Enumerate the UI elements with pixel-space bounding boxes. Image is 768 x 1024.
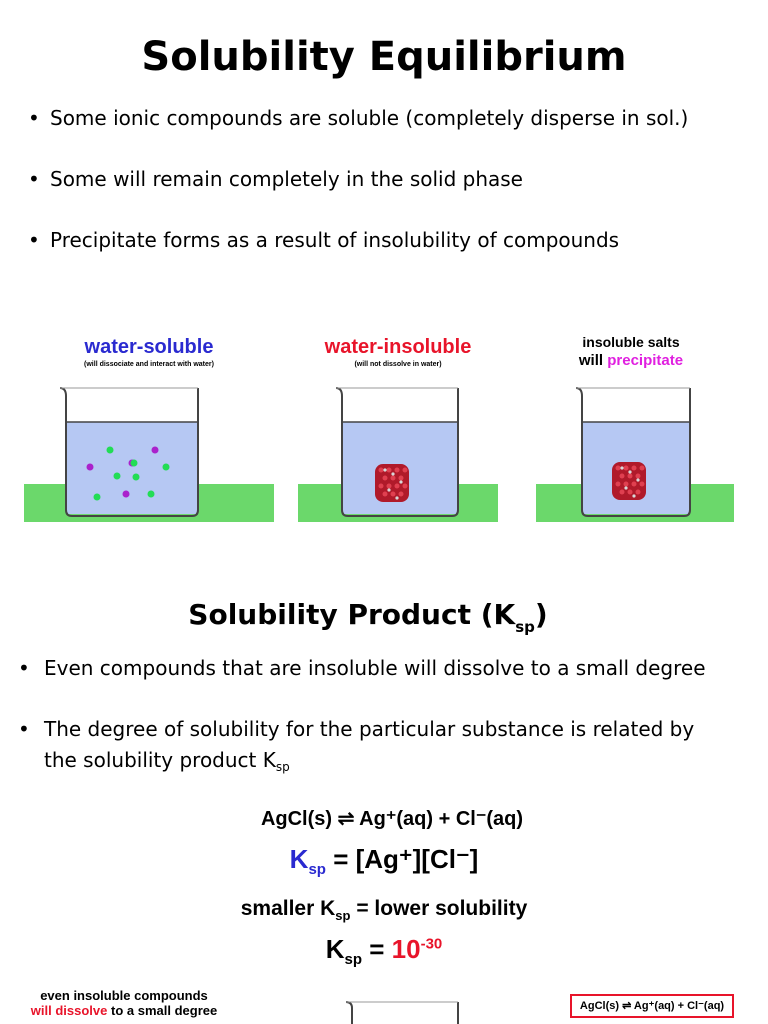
figure-label: water-soluble — [84, 336, 214, 358]
bullet-text: The degree of solubility for the particu… — [44, 717, 695, 741]
figure-water-soluble: water-soluble (will dissociate and inter… — [24, 330, 274, 525]
figure-label-line1: insoluble salts — [582, 334, 680, 350]
beaker-insoluble-illustration — [298, 387, 498, 522]
bullet-text: Even compounds that are insoluble will d… — [44, 656, 706, 680]
figure-caption: (will dissociate and interact with water… — [84, 361, 214, 368]
bullet-dot: • — [28, 228, 40, 252]
label-will: will — [578, 352, 604, 369]
ksp-equals: = — [369, 934, 385, 964]
equation-ksp-expression: Ksp = [Ag⁺][Cl⁻] — [0, 844, 768, 878]
bottom-reaction-box: AgCl(s) ⇌ Ag⁺(aq) + Cl⁻(aq) — [570, 994, 734, 1018]
beaker-bottom-illustration — [345, 1001, 459, 1024]
beaker-precipitate-illustration — [536, 387, 734, 522]
bullet-dissolve-small: • Even compounds that are insoluble will … — [18, 656, 706, 680]
ksp-letter: K — [325, 934, 345, 964]
bottom-caption: even insoluble compounds will dissolve t… — [14, 988, 234, 1018]
ksp-value-base: 10 — [391, 934, 421, 964]
ksp-value-exponent: -30 — [420, 935, 443, 953]
bullet-dot: • — [18, 717, 30, 741]
bottom-caption-line2: will dissolve to a small degree — [14, 1003, 234, 1018]
figure-precipitate: insoluble salts will precipitate — [536, 330, 734, 525]
section-title-end: ) — [534, 598, 548, 631]
equation-reaction: AgCl(s) ⇌ Ag⁺(aq) + Cl⁻(aq) — [260, 808, 524, 830]
figure-label-line2: will precipitate — [536, 352, 726, 369]
bullet-precipitate: • Precipitate forms as a result of insolu… — [28, 228, 619, 252]
smaller-ksp-prefix: smaller K — [240, 897, 336, 920]
bullet-dot: • — [28, 167, 40, 191]
section-title-subscript: sp — [515, 618, 535, 636]
bullet-text: Some ionic compounds are soluble (comple… — [50, 106, 689, 130]
bullet-text: Precipitate forms as a result of insolub… — [50, 228, 620, 252]
bullet-text: the solubility product K — [44, 748, 276, 772]
figure-label: water-insoluble — [324, 336, 472, 358]
ksp-subscript: sp — [308, 861, 326, 878]
page-title: Solubility Equilibrium — [141, 34, 627, 80]
bullet-solid-phase: • Some will remain completely in the soli… — [28, 167, 523, 191]
smaller-ksp-suffix: = lower solubility — [356, 897, 528, 920]
smaller-ksp-subscript: sp — [335, 908, 351, 923]
label-precipitate: precipitate — [607, 352, 684, 369]
ksp-value: 10-30 — [392, 934, 443, 964]
equation-ksp-value: Ksp = 10-30 — [0, 934, 768, 968]
bullet-subscript: sp — [275, 760, 290, 774]
beaker-soluble-illustration — [24, 387, 274, 522]
section-title-text: Solubility Product (K — [188, 598, 516, 631]
bottom-will-dissolve: will dissolve — [30, 1003, 108, 1018]
bullet-dot: • — [28, 106, 40, 130]
equation-smaller-ksp: smaller Ksp = lower solubility — [0, 897, 768, 923]
bullet-degree-solubility-line2: the solubility product Ksp — [44, 748, 290, 774]
bullet-soluble: • Some ionic compounds are soluble (compl… — [28, 106, 688, 130]
figure-caption: (will not dissolve in water) — [354, 361, 442, 368]
ksp-expression-text: = [Ag⁺][Cl⁻] — [333, 844, 479, 874]
figure-water-insoluble: water-insoluble (will not dissolve in wa… — [298, 330, 498, 525]
ksp-symbol: Ksp — [289, 844, 326, 878]
bottom-caption-line1: even insoluble compounds — [40, 988, 208, 1003]
bullet-dot: • — [18, 656, 30, 680]
bottom-rest: to a small degree — [111, 1003, 218, 1018]
section-title-ksp: Solubility Product (Ksp) — [0, 598, 736, 636]
bullet-degree-solubility: • The degree of solubility for the partic… — [18, 717, 694, 741]
ksp-subscript: sp — [344, 951, 363, 968]
bullet-text: Some will remain completely in the solid… — [50, 167, 523, 191]
ksp-letter: K — [289, 844, 309, 874]
